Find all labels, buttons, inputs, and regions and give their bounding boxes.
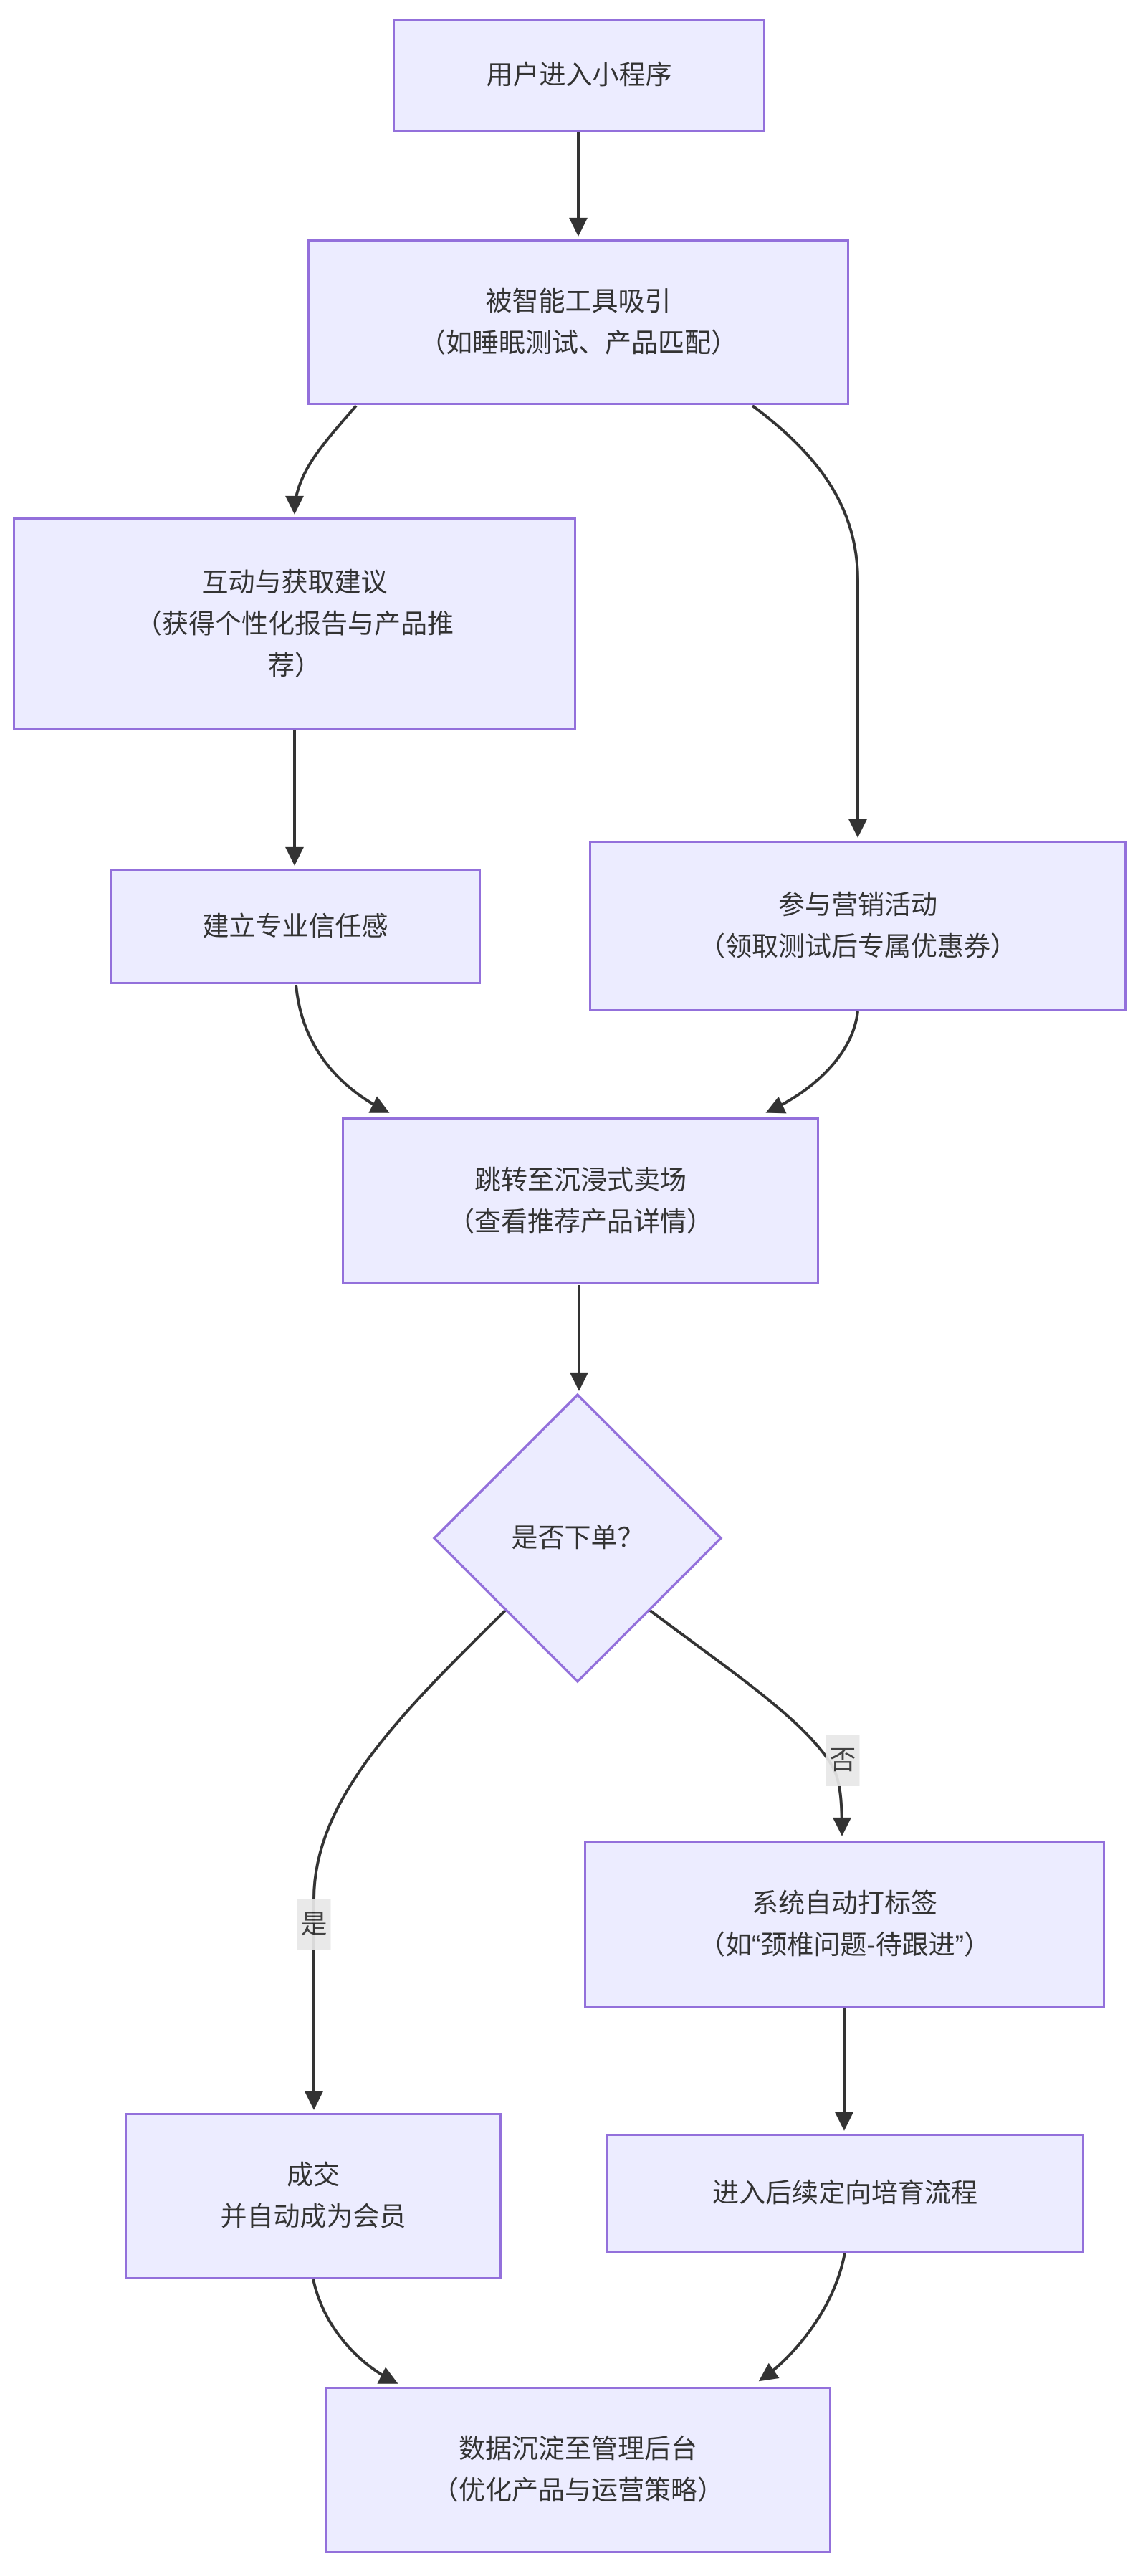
edge-attract-to-interact bbox=[285, 404, 358, 515]
edge-decision-yes-to-deal bbox=[305, 1608, 507, 2110]
edge-attract-to-marketing bbox=[751, 404, 867, 838]
node-system-auto-tagging: 系统自动打标签 （如“颈椎问题-待跟进”） bbox=[584, 1841, 1105, 2008]
edge-label-no: 否 bbox=[826, 1735, 860, 1786]
edge-deal-to-backend bbox=[312, 2279, 398, 2384]
edge-nurture-to-backend bbox=[758, 2252, 846, 2382]
node-data-to-admin-backend: 数据沉淀至管理后台 （优化产品与运营策略） bbox=[325, 2387, 831, 2553]
edge-marketing-to-store bbox=[765, 1011, 859, 1114]
edge-decision-no-to-tagging bbox=[648, 1608, 851, 1836]
node-decision-place-order: 是否下单？ bbox=[511, 1523, 644, 1552]
node-user-enter-miniprogram: 用户进入小程序 bbox=[393, 19, 765, 132]
edge-label-yes: 是 bbox=[297, 1899, 331, 1950]
node-targeted-nurturing-flow: 进入后续定向培育流程 bbox=[606, 2134, 1084, 2253]
decision-diamond-shape bbox=[432, 1393, 723, 1684]
node-attracted-by-smart-tools: 被智能工具吸引 （如睡眠测试、产品匹配） bbox=[307, 239, 849, 405]
node-interact-get-advice: 互动与获取建议 （获得个性化报告与产品推 荐） bbox=[13, 517, 576, 730]
node-join-marketing-activity: 参与营销活动 （领取测试后专属优惠券） bbox=[589, 841, 1127, 1011]
node-deal-become-member: 成交 并自动成为会员 bbox=[125, 2113, 502, 2279]
edge-trust-to-store bbox=[295, 984, 390, 1113]
node-jump-to-immersive-store: 跳转至沉浸式卖场 （查看推荐产品详情） bbox=[342, 1117, 819, 1284]
node-build-professional-trust: 建立专业信任感 bbox=[110, 869, 481, 984]
